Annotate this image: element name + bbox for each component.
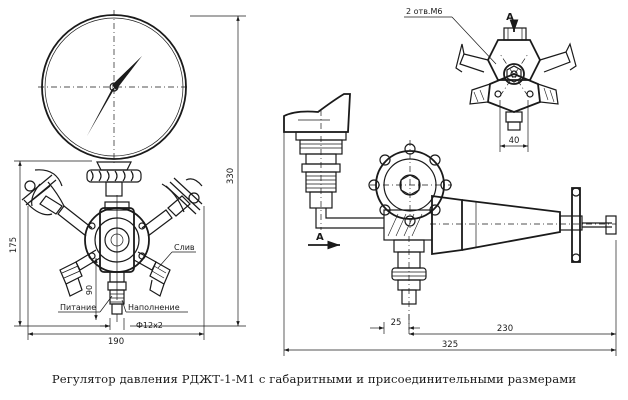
inlet-fitting <box>283 93 351 230</box>
dim-175-label: 175 <box>9 237 19 253</box>
dim-190: 190 <box>27 206 205 347</box>
label-pitanie: Питание <box>60 303 96 312</box>
technical-drawing: 330 175 90 190 Слив Питание Наполнение <box>9 7 617 356</box>
label-napolnenie: Наполнение <box>128 303 180 312</box>
right-valve <box>133 177 203 297</box>
pressure-gauge <box>38 10 190 197</box>
thread-label: Ф12х2 <box>136 321 163 330</box>
side-gauge <box>368 140 452 228</box>
dim-90: 90 <box>85 258 98 320</box>
dim-325-label: 325 <box>442 340 458 350</box>
dim-90-label: 90 <box>85 285 94 295</box>
dim-190-label: 190 <box>108 337 124 347</box>
dim-330-label: 330 <box>226 168 236 184</box>
regulator-body <box>84 195 150 300</box>
side-view: А <box>283 93 617 356</box>
view-a-title: А <box>506 12 514 23</box>
dim-175: 175 <box>9 160 110 327</box>
dim-40-label: 40 <box>509 136 520 146</box>
dim-25-label: 25 <box>391 318 402 328</box>
figure-caption: Регулятор давления РДЖТ-1-М1 с габаритны… <box>51 372 577 386</box>
bottom-fitting <box>107 281 127 322</box>
dim-330: 330 <box>130 15 246 327</box>
dim-230-label: 230 <box>497 324 513 334</box>
holes-label: 2 отв.М6 <box>406 7 442 16</box>
cone-body <box>430 194 616 256</box>
left-valve <box>21 169 101 297</box>
label-sliv: Слив <box>174 243 195 252</box>
handwheel <box>559 187 617 263</box>
front-view: 330 175 90 190 Слив Питание Наполнение <box>9 10 246 347</box>
view-a: А 2 отв.М6 40 <box>404 7 577 152</box>
view-arrow-label: А <box>316 232 324 243</box>
